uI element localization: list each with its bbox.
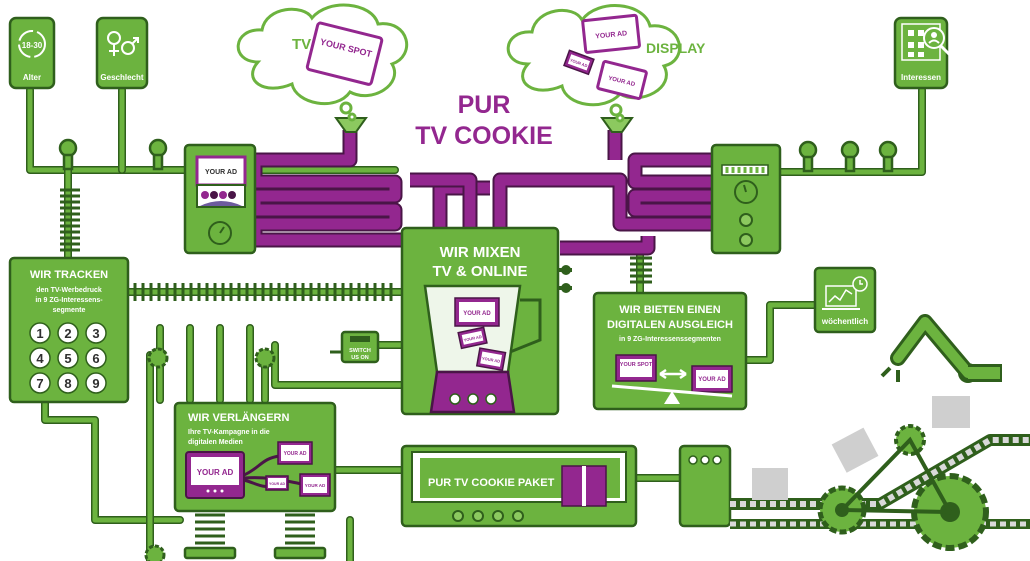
extend-panel: WIR VERLÄNGERN Ihre TV-Kampagne in die d… xyxy=(173,401,337,513)
tracker-title: WIR TRACKEN xyxy=(30,269,108,281)
keypad-key: 9 xyxy=(92,376,99,391)
extend-ad-2: YOUR AD xyxy=(269,482,285,486)
balance-left: YOUR SPOT xyxy=(620,362,653,368)
mixer-ad-2: YOUR AD xyxy=(463,334,482,343)
interessen-label: Interessen xyxy=(901,73,941,82)
tracker-keypad: 1 2 3 4 5 6 7 8 9 xyxy=(29,322,107,394)
mixer-machine: WIR MIXEN TV & ONLINE YOUR AD YOUR AD YO… xyxy=(400,226,572,416)
package-box-icon xyxy=(752,468,788,500)
male-symbol-icon xyxy=(121,41,135,55)
balance-panel: WIR BIETEN EINEN DIGITALEN AUSGLEICH in … xyxy=(592,291,748,411)
keypad-key: 4 xyxy=(36,351,44,366)
pipe-valves xyxy=(58,138,898,173)
robot-arm xyxy=(880,314,1002,383)
left-machine-screen: YOUR AD xyxy=(205,169,237,176)
interessen-tank: Interessen xyxy=(893,16,952,90)
paket-machine: PUR TV COOKIE PAKET xyxy=(400,444,638,528)
tracker-text-3: segmente xyxy=(53,307,86,314)
extend-ad-1: YOUR AD xyxy=(284,451,307,457)
interest-grid-icon xyxy=(908,30,924,57)
tracker-text-2: in 9 ZG-Interessens- xyxy=(35,297,103,304)
display-cloud: DISPLAY YOUR AD YOUR AD YOUR AD xyxy=(506,4,706,123)
display-ad-1: YOUR AD xyxy=(595,30,628,40)
paket-label: PUR TV COOKIE PAKET xyxy=(428,477,555,489)
geschlecht-label: Geschlecht xyxy=(100,73,143,82)
display-ad-2: YOUR AD xyxy=(569,57,588,68)
mixer-ad-3: YOUR AD xyxy=(482,356,501,364)
keypad-key: 2 xyxy=(64,326,71,341)
chart-monitor-icon xyxy=(825,285,857,307)
keypad-key: 1 xyxy=(36,326,43,341)
left-gears xyxy=(144,347,276,561)
display-cloud-label: DISPLAY xyxy=(646,40,706,56)
weekly-panel: wöchentlich xyxy=(813,266,877,334)
alter-value: 18-30 xyxy=(22,41,43,50)
balance-title-1: WIR BIETEN EINEN xyxy=(619,304,721,316)
tv-cloud-label: TV xyxy=(292,36,311,53)
tv-cloud: TV YOUR SPOT xyxy=(236,3,409,122)
double-arrow-icon xyxy=(659,368,687,380)
keypad-key: 6 xyxy=(92,351,99,366)
geschlecht-tank: Geschlecht xyxy=(95,16,149,90)
extend-tv-screen: YOUR AD xyxy=(197,468,234,477)
keypad-key: 7 xyxy=(36,376,43,391)
mixer-ad-1: YOUR AD xyxy=(463,311,491,317)
mixer-title-2: TV & ONLINE xyxy=(432,263,527,280)
extend-title: WIR VERLÄNGERN xyxy=(188,411,290,424)
conveyor-belt xyxy=(730,396,1030,551)
mixer-title-1: WIR MIXEN xyxy=(440,244,521,261)
balance-title-2: DIGITALEN AUSGLEICH xyxy=(607,319,733,331)
title-line-2: TV COOKIE xyxy=(415,122,553,150)
right-machine xyxy=(710,143,782,255)
left-machine: YOUR AD xyxy=(183,143,257,255)
title-line-1: PUR xyxy=(458,91,511,119)
alter-tank: 18-30 Alter xyxy=(8,16,56,90)
blender-base xyxy=(429,370,516,414)
keypad-key: 5 xyxy=(64,351,71,366)
tracker-text-1: den TV-Werbedruck xyxy=(36,287,102,294)
springs xyxy=(60,188,652,560)
keypad-key: 8 xyxy=(64,376,71,391)
extend-text-1: Ihre TV-Kampagne in die xyxy=(188,429,270,436)
switch-label-2: US ON xyxy=(351,355,368,361)
keypad-key: 3 xyxy=(92,326,99,341)
weekly-label: wöchentlich xyxy=(821,317,868,326)
balance-subtitle: in 9 ZG-Interessenssegmenten xyxy=(619,336,721,343)
switch-label-1: SWITCH xyxy=(349,348,371,354)
balance-right: YOUR AD xyxy=(698,377,726,383)
switch-box: SWITCH US ON xyxy=(330,330,380,364)
small-machine xyxy=(678,444,732,528)
extend-text-2: digitalen Medien xyxy=(188,439,243,446)
alter-label: Alter xyxy=(23,73,41,82)
extend-ad-3: YOUR AD xyxy=(305,483,326,488)
tracker-panel: WIR TRACKEN den TV-Werbedruck in 9 ZG-In… xyxy=(8,256,130,404)
